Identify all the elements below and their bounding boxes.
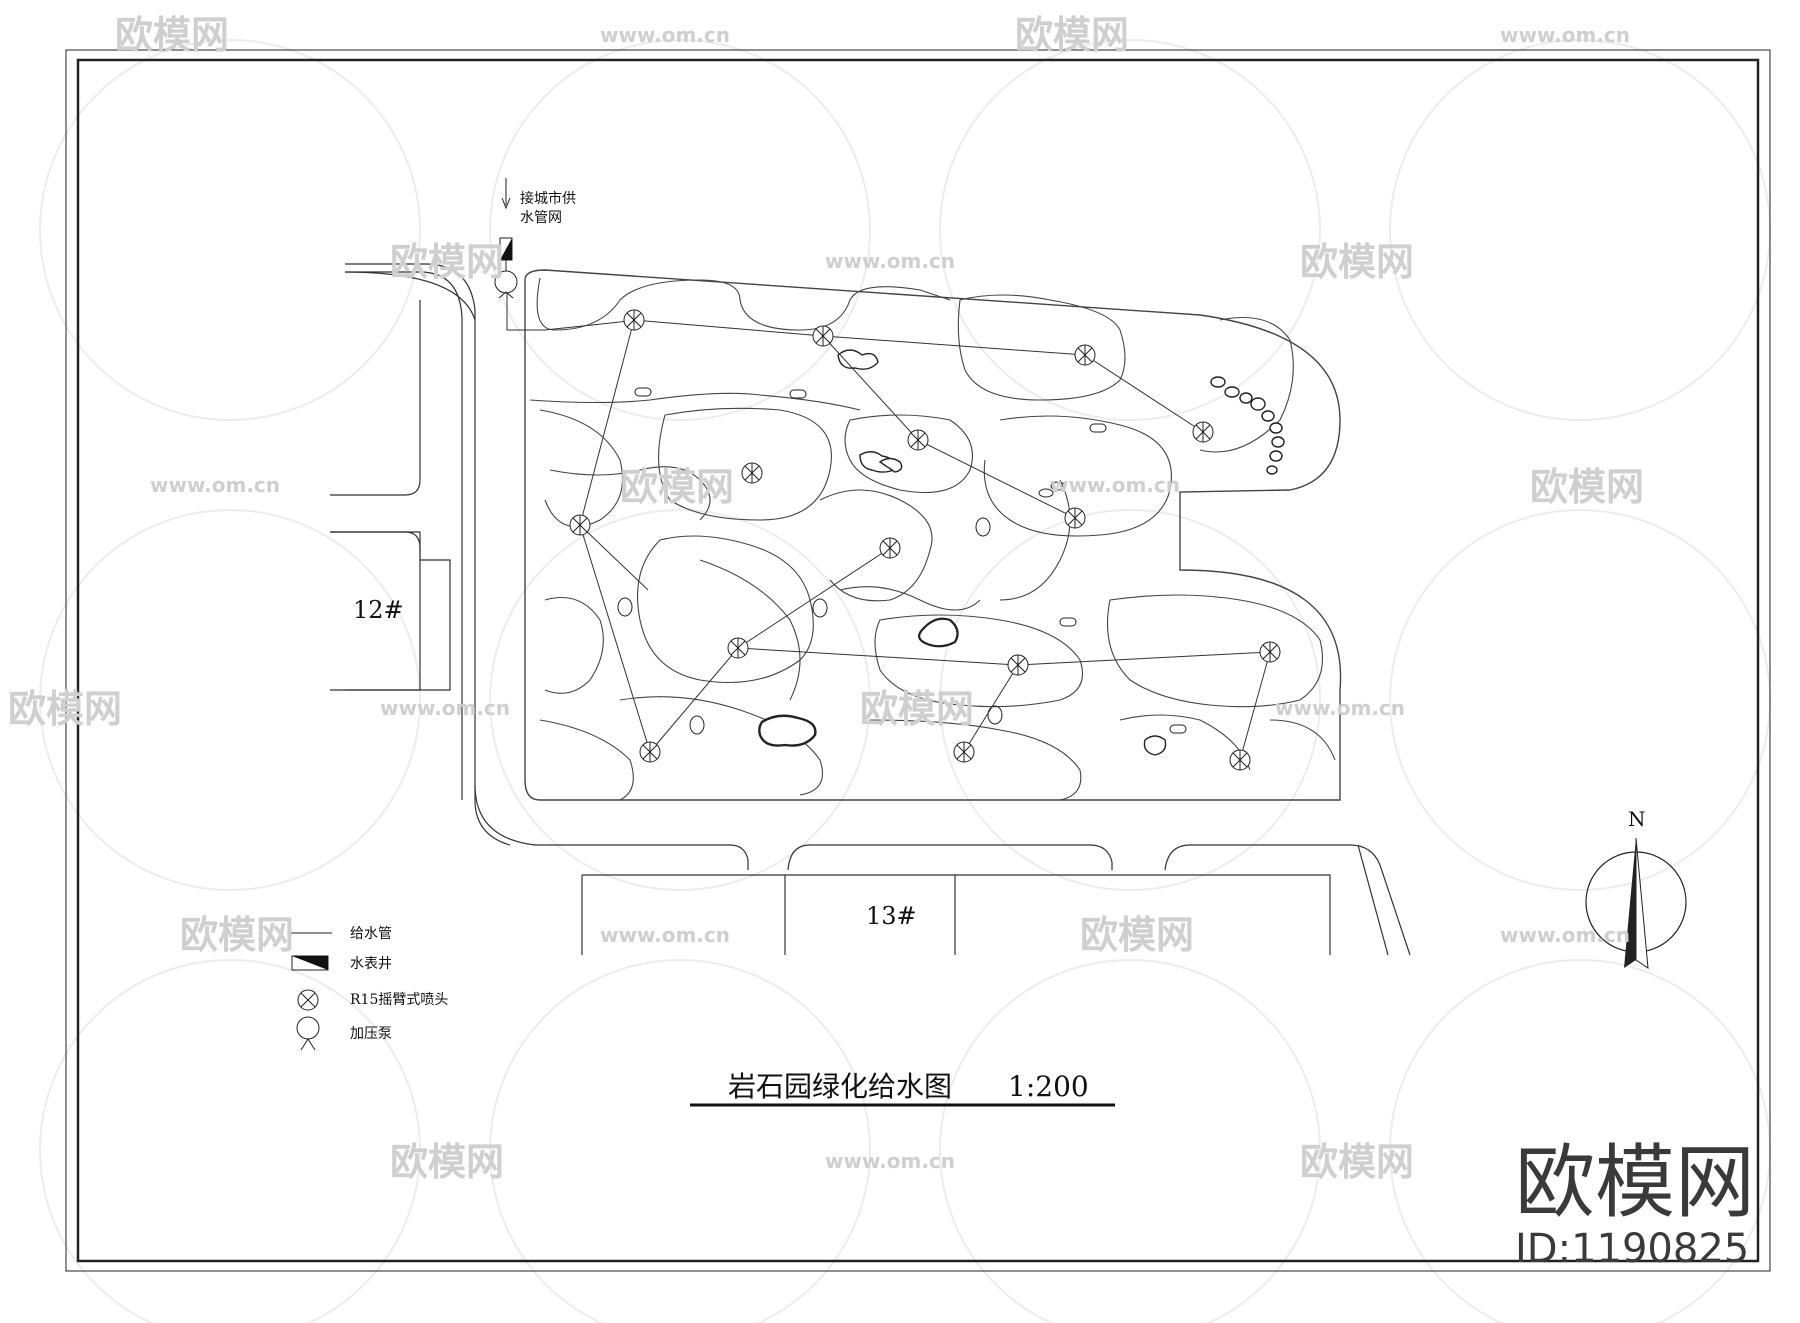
- wm-brand: 欧模网: [180, 913, 294, 957]
- sprinkler-icon: [727, 637, 749, 659]
- watermark-arcs: [39, 39, 1771, 1323]
- watermark-labels: 欧模网 www.om.cn 欧模网 www.om.cn 欧模网 www.om.c…: [8, 13, 1644, 1184]
- wm-url: www.om.cn: [1500, 923, 1630, 947]
- wm-url: www.om.cn: [600, 923, 730, 947]
- brand-logo-text: 欧模网: [1515, 1136, 1755, 1229]
- rock: [878, 457, 903, 473]
- wm-url: www.om.cn: [150, 473, 280, 497]
- wm-brand: 欧模网: [1530, 465, 1644, 509]
- brand-stamp: 欧模网 ID:1190825: [1515, 1136, 1755, 1272]
- drawing-scale: 1:200: [1008, 1070, 1089, 1103]
- sprinkler-icon: [1259, 641, 1281, 663]
- wm-url: www.om.cn: [1500, 23, 1630, 47]
- sprinkler-icon: [1074, 344, 1096, 366]
- wm-brand: 欧模网: [115, 13, 229, 57]
- wm-brand: 欧模网: [1015, 13, 1129, 57]
- brand-id: ID:1190825: [1515, 1226, 1749, 1272]
- sprinkler-heads: [569, 309, 1281, 771]
- legend: 给水管 水表井 R15摇臂式喷头 加压泵: [288, 926, 448, 1051]
- sprinkler-icon: [953, 741, 975, 763]
- wm-url: www.om.cn: [825, 249, 955, 273]
- legend-label-pump: 加压泵: [350, 1026, 392, 1042]
- wm-url: www.om.cn: [1275, 696, 1405, 720]
- rock-groups: [617, 349, 1285, 756]
- sprinkler-icon: [741, 462, 763, 484]
- sprinkler-icon: [1064, 507, 1086, 529]
- sprinkler-icon: [907, 429, 929, 451]
- step-stones: [617, 387, 1187, 735]
- wm-url: www.om.cn: [1050, 473, 1180, 497]
- wm-brand: 欧模网: [390, 1140, 504, 1184]
- sprinkler-icon: [812, 325, 834, 347]
- wm-brand: 欧模网: [1080, 913, 1194, 957]
- north-arrow-icon: [1624, 838, 1636, 968]
- sprinkler-icon: [1192, 421, 1214, 443]
- rock-chain: [1210, 376, 1285, 475]
- rock: [837, 349, 879, 370]
- wm-url: www.om.cn: [380, 696, 510, 720]
- drawing-title-block: 岩石园绿化给水图 1:200: [690, 1070, 1115, 1107]
- supply-note-line2: 水管网: [520, 210, 562, 226]
- sprinkler-icon: [639, 741, 661, 763]
- sprinkler-icon: [569, 514, 591, 536]
- drawing-title: 岩石园绿化给水图: [728, 1070, 952, 1103]
- legend-label-pipe: 给水管: [350, 926, 392, 942]
- rock: [918, 617, 959, 648]
- wm-brand: 欧模网: [8, 687, 122, 731]
- building-13-label: 13#: [866, 902, 917, 930]
- arrow-down-icon: [501, 197, 511, 210]
- building-12-outline: [330, 531, 451, 691]
- sprinkler-icon: [879, 537, 901, 559]
- drawing-frame: [65, 49, 1771, 1272]
- supply-pipe-network: [506, 285, 1271, 761]
- meter-well-fill: [500, 238, 512, 260]
- wm-url: www.om.cn: [825, 1149, 955, 1173]
- building-12-label: 12#: [353, 596, 404, 624]
- pump-legend-icon: [296, 1016, 320, 1051]
- wm-brand: 欧模网: [390, 240, 504, 284]
- sprinkler-icon: [623, 309, 645, 331]
- wm-brand: 欧模网: [1300, 1140, 1414, 1184]
- wm-url: www.om.cn: [600, 23, 730, 47]
- legend-label-meter-well: 水表井: [350, 956, 392, 972]
- sprinkler-icon: [1007, 654, 1029, 676]
- site-context: [330, 263, 1411, 956]
- supply-inlet: 接城市供 水管网: [494, 178, 576, 299]
- north-arrow: N: [1585, 807, 1687, 969]
- sprinkler-icon: [1229, 749, 1251, 771]
- wm-brand: 欧模网: [1300, 240, 1414, 284]
- legend-label-sprinkler: R15摇臂式喷头: [350, 992, 448, 1008]
- rock: [1143, 735, 1167, 756]
- wm-brand: 欧模网: [860, 687, 974, 731]
- rock: [758, 714, 817, 747]
- supply-note-line1: 接城市供: [520, 190, 576, 207]
- north-label: N: [1628, 807, 1646, 831]
- sprinkler-legend-icon: [297, 989, 319, 1011]
- wm-brand: 欧模网: [620, 465, 734, 509]
